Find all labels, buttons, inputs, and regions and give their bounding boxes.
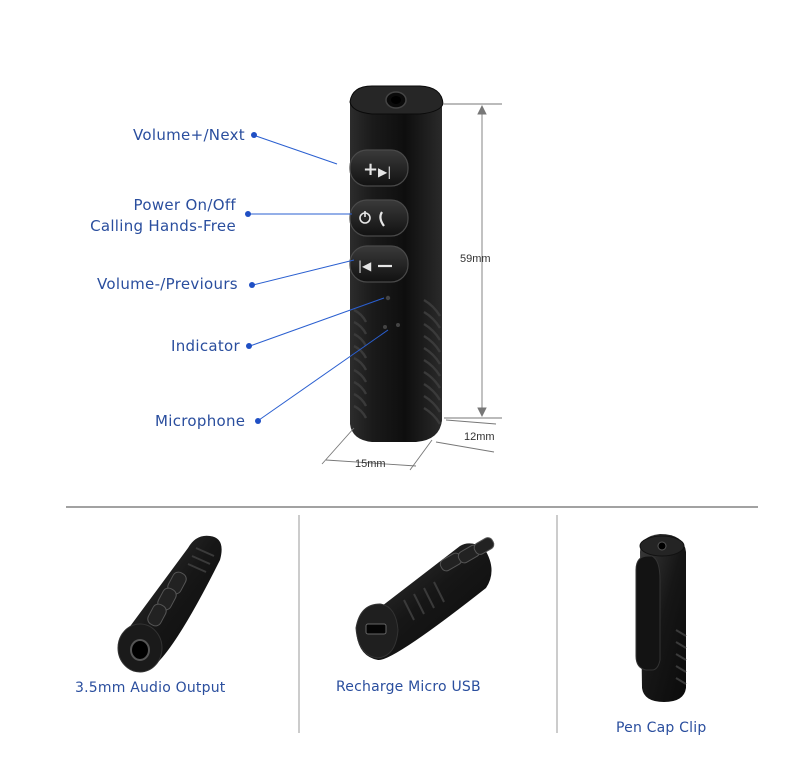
callout-lines (249, 135, 389, 421)
callout-volume-minus-previous: Volume-/Previours (97, 275, 238, 293)
svg-text:|◀: |◀ (358, 259, 372, 273)
dimension-width: 15mm (355, 458, 386, 470)
dimension-depth: 12mm (464, 431, 495, 443)
button-power (349, 199, 409, 237)
caption-micro-usb: Recharge Micro USB (336, 679, 481, 695)
dimension-height: 59mm (460, 253, 491, 265)
gallery-image-pen-clip (635, 534, 687, 702)
mic-hole (383, 325, 387, 329)
caption-pen-clip: Pen Cap Clip (616, 720, 707, 736)
svg-text:+: + (363, 159, 378, 180)
button-volume-plus: + ▶| (349, 149, 409, 187)
callout-volume-plus-next: Volume+/Next (133, 126, 245, 144)
caption-audio-output: 3.5mm Audio Output (75, 680, 226, 696)
callout-indicator: Indicator (171, 337, 240, 355)
callout-dots (245, 132, 261, 424)
callout-microphone: Microphone (155, 412, 246, 430)
indicator-hole (385, 295, 391, 301)
callout-power-calling: Power On/Off Calling Hands-Free (90, 196, 236, 235)
dimension-lines (321, 103, 502, 471)
button-volume-minus: |◀ (349, 245, 409, 283)
main-device: + ▶| |◀ (349, 85, 444, 442)
gallery-image-audio-output (117, 535, 222, 673)
svg-text:▶|: ▶| (378, 165, 391, 179)
gallery-image-micro-usb (355, 537, 495, 661)
device-ribs (353, 298, 442, 425)
